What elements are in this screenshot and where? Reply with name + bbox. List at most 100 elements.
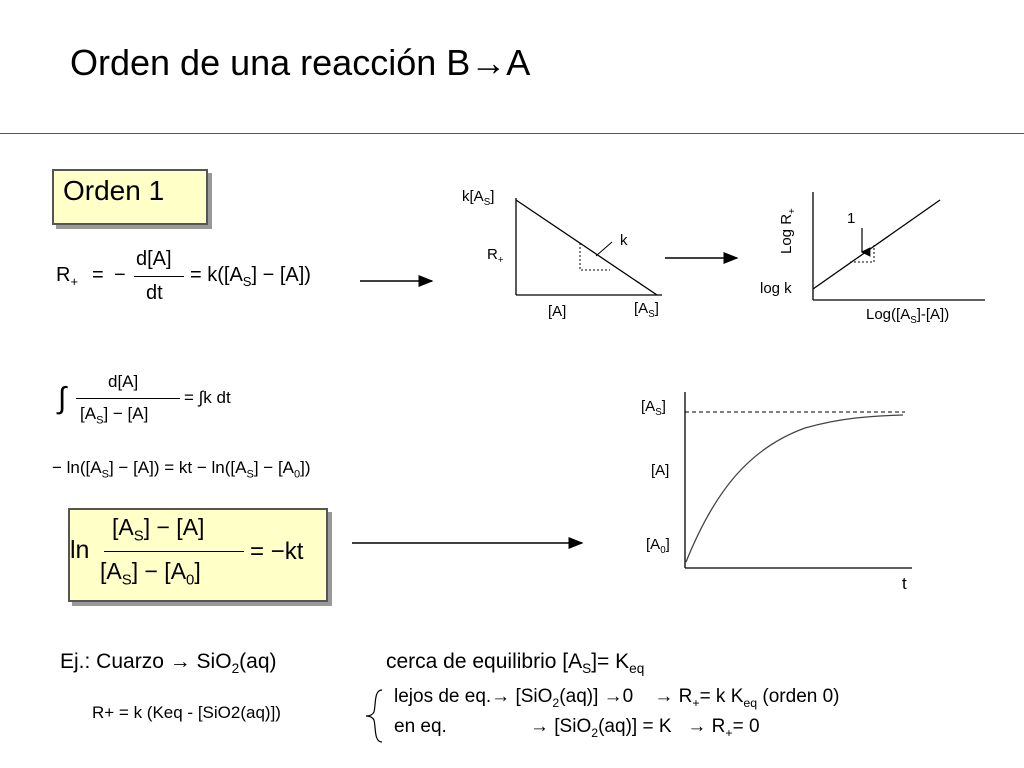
eq2-denominator: [AS] − [A] bbox=[80, 404, 148, 426]
g2-x-sub: S bbox=[910, 315, 917, 326]
orden-label: Orden 1 bbox=[63, 175, 165, 206]
page-title: Orden de una reacción B→A bbox=[70, 42, 530, 84]
eq2-fraction-line bbox=[76, 398, 180, 399]
graph2 bbox=[812, 192, 985, 301]
eq1-r: R bbox=[56, 264, 71, 286]
g2-y-a: Log R bbox=[778, 213, 795, 254]
cerca-sub2: eq bbox=[629, 661, 645, 677]
g1-ytop-b: ] bbox=[490, 188, 495, 205]
at-eq-text: en eq. bbox=[394, 716, 447, 738]
example-label: Ej.: Cuarzo → SiO2(aq) bbox=[60, 650, 277, 676]
eq3-d: ]) bbox=[300, 458, 311, 477]
eq4-numerator: [AS] − [A] bbox=[112, 514, 204, 545]
lejos-sub3: eq bbox=[743, 695, 758, 710]
graph3-curve bbox=[685, 414, 904, 563]
graph1-y-mid-label: R+ bbox=[487, 246, 504, 266]
eq4-den-sub: S bbox=[121, 571, 132, 589]
eq3-sub3: 0 bbox=[294, 468, 301, 481]
eq3-c: ] − [A bbox=[253, 458, 295, 477]
eneq-a: en eq. bbox=[394, 716, 447, 737]
g1-ymid-a: R bbox=[487, 246, 498, 263]
cerca-b: ]= K bbox=[591, 650, 630, 673]
eneq-sub: 2 bbox=[591, 725, 599, 740]
g3-ylow-b: ] bbox=[665, 536, 670, 553]
brace-icon bbox=[365, 689, 383, 743]
graph3-y-top-label: [AS] bbox=[641, 398, 666, 418]
eq4-num-b: ] − [A] bbox=[143, 514, 205, 540]
graph1 bbox=[515, 198, 662, 296]
eq4-denominator: [AS] − [A0] bbox=[100, 558, 201, 589]
eq4-num-a: [A bbox=[112, 514, 134, 540]
eq1-lhs: R+ bbox=[56, 264, 78, 289]
graph1-slope-label: k bbox=[620, 232, 628, 249]
eq4-den-b: ] − [A bbox=[131, 558, 187, 584]
g1-ymid-sub: + bbox=[497, 255, 504, 266]
eq1-fraction-line bbox=[134, 276, 184, 277]
graph2-slope-triangle bbox=[850, 245, 875, 263]
g3-ylow-sub: 0 bbox=[660, 545, 666, 556]
eq1-eq-sign: = bbox=[92, 264, 104, 286]
eq4-rhs: = −kt bbox=[250, 538, 304, 565]
g1-ytop-sub: S bbox=[483, 197, 491, 208]
eq4-den-a: [A bbox=[100, 558, 122, 584]
eneq-d: → R bbox=[687, 716, 726, 737]
eq1-denominator: dt bbox=[146, 282, 163, 304]
graph3 bbox=[684, 392, 912, 569]
eq2-den-a: [A bbox=[80, 404, 97, 423]
g2-x-a: Log([A bbox=[866, 306, 911, 323]
cerca-sub: S bbox=[582, 661, 592, 677]
lejos-b: (aq)] →0 bbox=[559, 686, 634, 707]
ej-a: Ej.: Cuarzo → SiO bbox=[60, 650, 232, 673]
at-eq-rhs: → [SiO2(aq)] = K → R+= 0 bbox=[530, 716, 760, 740]
result-box bbox=[68, 508, 328, 602]
eq1-rhs-sub: S bbox=[242, 274, 252, 289]
eq2-den-b: ] − [A] bbox=[103, 404, 149, 423]
eq4-den-sub2: 0 bbox=[186, 571, 195, 589]
eq1-rhs: = k([AS] − [A]) bbox=[190, 264, 311, 289]
g3-ytop-a: [A bbox=[641, 398, 656, 415]
eq1-minus: − bbox=[114, 264, 126, 286]
eq1-r-sub: + bbox=[70, 274, 79, 289]
g1-xr-sub: S bbox=[648, 309, 655, 320]
rate-equation: R+ = k (Keq - [SiO2(aq)]) bbox=[92, 703, 281, 722]
eq1-numerator: d[A] bbox=[136, 248, 172, 270]
lejos-c: → R bbox=[654, 686, 693, 707]
graph2-slope-label: 1 bbox=[847, 210, 856, 227]
g3-ytop-b: ] bbox=[661, 398, 666, 415]
eq1-rhs-b: ] − [A]) bbox=[251, 264, 311, 286]
far-from-eq-text: lejos de eq.→ [SiO2(aq)] →0 → R+= k Keq … bbox=[394, 686, 840, 710]
eq2-rhs: = ∫k dt bbox=[184, 388, 231, 407]
title-text: Orden de una reacción B→A bbox=[70, 42, 531, 83]
graph1-line bbox=[515, 199, 658, 296]
lejos-d: = k K bbox=[699, 686, 744, 707]
eq3-sub1: S bbox=[101, 468, 109, 481]
graph3-y-low-label: [A0] bbox=[646, 536, 670, 556]
orden-box bbox=[52, 169, 208, 225]
g1-xr-a: [A bbox=[634, 300, 649, 317]
eq1-rhs-a: = k([A bbox=[190, 264, 243, 286]
g2-x-b: ]-[A]) bbox=[916, 306, 950, 323]
lejos-e: (orden 0) bbox=[757, 686, 840, 707]
eq3-a: − ln([A bbox=[52, 458, 102, 477]
cerca-a: cerca de equilibrio [A bbox=[386, 650, 583, 673]
eq2-numerator: d[A] bbox=[108, 372, 139, 391]
graph1-x-left-label: [A] bbox=[548, 303, 567, 320]
eq2-den-sub: S bbox=[96, 414, 104, 427]
graph3-y-mid-label: [A] bbox=[651, 462, 670, 479]
eq3: − ln([AS] − [A]) = kt − ln([AS] − [A0]) bbox=[52, 458, 311, 480]
g3-ylow-a: [A bbox=[646, 536, 661, 553]
g3-ytop-sub: S bbox=[655, 407, 662, 418]
eq4-den-c: ] bbox=[194, 558, 201, 584]
eneq-b: → [SiO bbox=[530, 716, 592, 737]
graph1-x-right-label: [AS] bbox=[634, 300, 659, 320]
lejos-sub2: + bbox=[692, 695, 700, 710]
graph2-line bbox=[812, 199, 941, 290]
eq3-sub2: S bbox=[246, 468, 254, 481]
graph1-slope-pointer bbox=[595, 241, 613, 257]
near-equilibrium-text: cerca de equilibrio [AS]= Keq bbox=[386, 650, 644, 676]
eq4-ln: ln bbox=[70, 536, 90, 564]
eneq-e: = 0 bbox=[732, 716, 760, 737]
eq4-num-sub: S bbox=[133, 527, 144, 545]
graph2-x-axis-label: Log([AS]-[A]) bbox=[866, 306, 949, 326]
g1-xr-b: ] bbox=[654, 300, 659, 317]
